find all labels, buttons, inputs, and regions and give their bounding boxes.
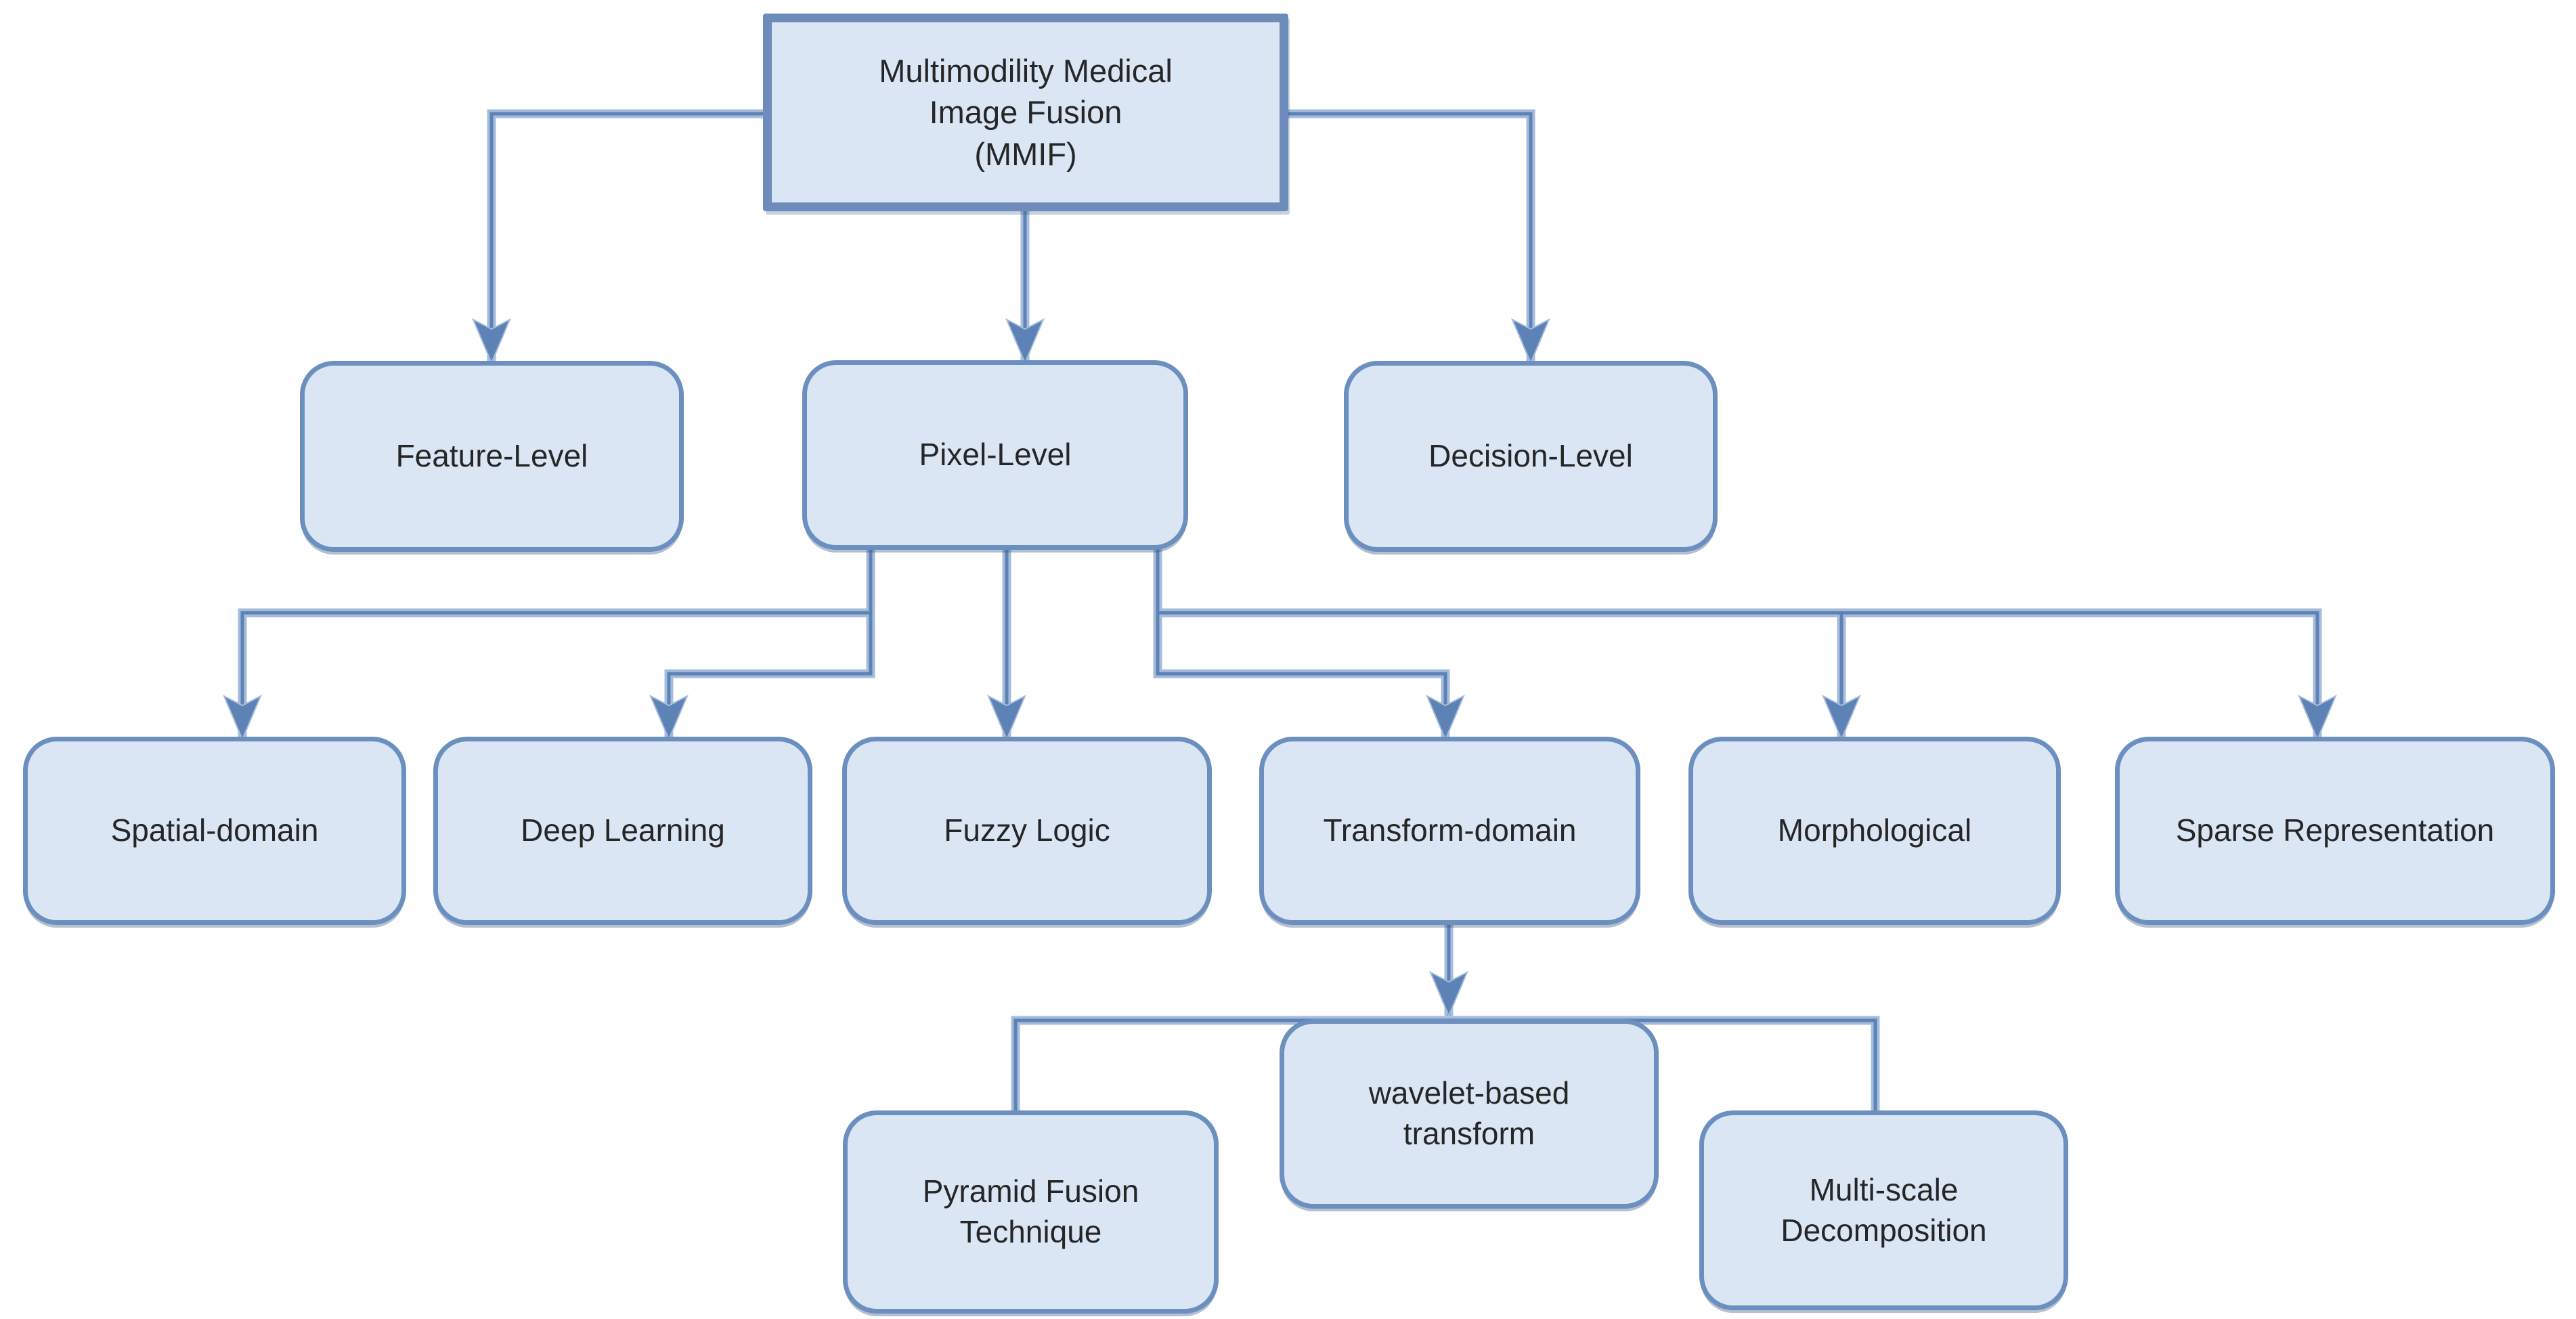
node-transform-domain-label: Transform-domain bbox=[1323, 813, 1577, 848]
node-deep-learning: Deep Learning bbox=[433, 737, 812, 925]
node-sparse-representation: Sparse Representation bbox=[2115, 737, 2555, 925]
node-wavelet-line-1: wavelet-based bbox=[1368, 1075, 1570, 1111]
node-spatial-domain: Spatial-domain bbox=[23, 737, 406, 925]
node-wavelet-line-2: transform bbox=[1403, 1116, 1535, 1151]
node-pyramid-fusion-technique-label: Pyramid Fusion Technique bbox=[923, 1171, 1139, 1253]
arrowheads bbox=[223, 318, 2337, 1018]
node-sparse-representation-label: Sparse Representation bbox=[2175, 813, 2495, 848]
arrowhead-transform bbox=[1426, 694, 1465, 741]
node-mmif-line-2: Image Fusion bbox=[929, 94, 1122, 131]
node-pyramid-fusion-technique: Pyramid Fusion Technique bbox=[843, 1110, 1219, 1314]
node-feature-level: Feature-Level bbox=[300, 361, 684, 552]
node-pixel-level-label: Pixel-Level bbox=[919, 437, 1072, 473]
node-pyramid-line-2: Technique bbox=[959, 1214, 1102, 1249]
connector-halo-strokes bbox=[242, 114, 2317, 1119]
arrowhead-pixel bbox=[1005, 318, 1045, 365]
arrowhead-morphological bbox=[1822, 694, 1861, 741]
node-morphological: Morphological bbox=[1688, 737, 2061, 925]
node-wavelet-based-transform: wavelet-based transform bbox=[1280, 1019, 1659, 1209]
node-deep-learning-label: Deep Learning bbox=[521, 813, 725, 848]
node-pixel-level: Pixel-Level bbox=[802, 360, 1188, 550]
arrowhead-wavelet-bar bbox=[1429, 970, 1468, 1018]
node-decision-level: Decision-Level bbox=[1344, 361, 1718, 552]
arrowhead-decision bbox=[1511, 318, 1550, 365]
node-spatial-domain-label: Spatial-domain bbox=[110, 813, 319, 848]
node-feature-level-label: Feature-Level bbox=[395, 438, 588, 474]
node-morphological-label: Morphological bbox=[1777, 813, 1972, 848]
node-mmif-label: Multimodility Medical Image Fusion (MMIF… bbox=[879, 50, 1173, 174]
node-decision-level-label: Decision-Level bbox=[1428, 438, 1633, 474]
node-multiscale-line-1: Multi-scale bbox=[1809, 1171, 1959, 1207]
node-mmif-line-1: Multimodility Medical bbox=[879, 53, 1173, 89]
arrowhead-fuzzy bbox=[987, 694, 1026, 741]
arrowhead-deep bbox=[649, 694, 689, 741]
node-multiscale-line-2: Decomposition bbox=[1781, 1212, 1987, 1248]
node-multi-scale-decomposition: Multi-scale Decomposition bbox=[1699, 1110, 2068, 1310]
node-pyramid-line-1: Pyramid Fusion bbox=[922, 1173, 1139, 1209]
node-wavelet-based-transform-label: wavelet-based transform bbox=[1369, 1073, 1570, 1154]
node-fuzzy-logic-label: Fuzzy Logic bbox=[944, 813, 1110, 848]
arrowhead-spatial bbox=[223, 694, 262, 741]
node-fuzzy-logic: Fuzzy Logic bbox=[842, 737, 1212, 925]
node-mmif-line-3: (MMIF) bbox=[974, 135, 1077, 172]
node-mmif: Multimodility Medical Image Fusion (MMIF… bbox=[763, 14, 1288, 211]
arrowhead-sparse bbox=[2298, 694, 2337, 741]
node-multi-scale-decomposition-label: Multi-scale Decomposition bbox=[1781, 1170, 1986, 1251]
node-transform-domain: Transform-domain bbox=[1259, 737, 1640, 925]
arrowhead-feature bbox=[472, 318, 511, 365]
